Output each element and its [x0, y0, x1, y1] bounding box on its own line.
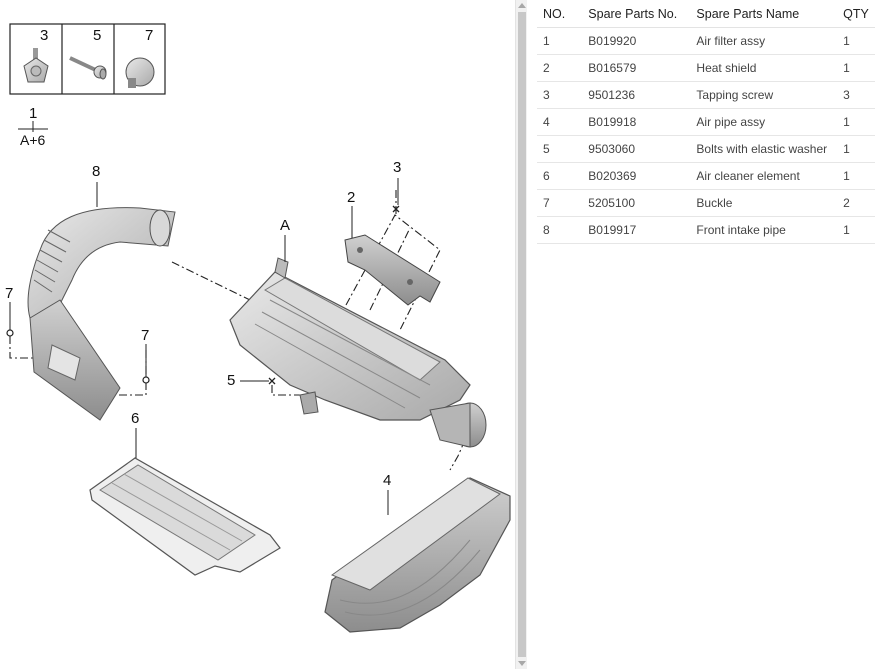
cell-qty: 3 — [843, 81, 875, 109]
parts-table-panel: NO. Spare Parts No. Spare Parts Name QTY… — [527, 0, 875, 669]
cell-name: Buckle — [696, 189, 844, 217]
cell-no: 7 — [537, 189, 589, 217]
callout-6: 6 — [131, 410, 140, 427]
table-row[interactable]: 3 9501236 Tapping screw 3 — [537, 81, 875, 109]
scrollbar-thumb[interactable] — [518, 12, 526, 657]
diagram-drawing — [6, 23, 511, 633]
legend-cell-7: 7 — [145, 27, 154, 44]
cell-name: Bolts with elastic washer — [696, 135, 844, 163]
table-row[interactable]: 5 9503060 Bolts with elastic washer 1 — [537, 135, 875, 163]
table-row[interactable]: 2 B016579 Heat shield 1 — [537, 54, 875, 82]
cell-qty: 1 — [843, 27, 875, 55]
cell-name: Heat shield — [696, 54, 844, 82]
parts-table: NO. Spare Parts No. Spare Parts Name QTY… — [537, 1, 875, 244]
callout-4: 4 — [383, 472, 392, 489]
cell-name: Tapping screw — [696, 81, 844, 109]
cell-part-no: B019920 — [588, 27, 697, 55]
callout-A: A — [280, 217, 291, 234]
heat-shield-part — [344, 234, 441, 306]
cell-name: Air cleaner element — [696, 162, 844, 190]
cell-part-no: B019918 — [588, 108, 697, 136]
cell-qty: 1 — [843, 54, 875, 82]
callout-8: 8 — [92, 163, 101, 180]
header-no: NO. — [537, 1, 589, 28]
cell-no: 2 — [537, 54, 589, 82]
cell-name: Air pipe assy — [696, 108, 844, 136]
callout-3: 3 — [393, 159, 402, 176]
table-row[interactable]: 4 B019918 Air pipe assy 1 — [537, 108, 875, 136]
cell-qty: 2 — [843, 189, 875, 217]
group-bracket — [18, 121, 48, 132]
cell-part-no: 5205100 — [588, 189, 697, 217]
cell-no: 6 — [537, 162, 589, 190]
bolt-icon — [69, 56, 107, 80]
cell-qty: 1 — [843, 162, 875, 190]
callout-7-mid: 7 — [141, 327, 150, 344]
vertical-scrollbar[interactable] — [515, 0, 528, 669]
cell-name: Air filter assy — [696, 27, 844, 55]
cell-no: 5 — [537, 135, 589, 163]
header-name: Spare Parts Name — [696, 1, 844, 28]
scroll-up-arrow-icon[interactable] — [518, 3, 526, 8]
header-part-no: Spare Parts No. — [588, 1, 697, 28]
tapping-screw-icon — [23, 48, 49, 83]
header-qty: QTY — [843, 1, 875, 28]
cell-qty: 1 — [843, 216, 875, 244]
table-row[interactable]: 8 B019917 Front intake pipe 1 — [537, 216, 875, 244]
air-cleaner-element-part — [89, 457, 281, 576]
air-filter-housing-part — [229, 257, 487, 448]
legend-cell-3: 3 — [40, 27, 49, 44]
cell-part-no: B016579 — [588, 54, 697, 82]
callout-5: 5 — [227, 372, 236, 389]
group-number: 1 — [29, 105, 38, 122]
table-row[interactable]: 1 B019920 Air filter assy 1 — [537, 27, 875, 55]
cell-part-no: B019917 — [588, 216, 697, 244]
callout-2: 2 — [347, 189, 356, 206]
cell-no: 1 — [537, 27, 589, 55]
cell-qty: 1 — [843, 135, 875, 163]
cell-name: Front intake pipe — [696, 216, 844, 244]
table-header-row: NO. Spare Parts No. Spare Parts Name QTY — [537, 1, 875, 28]
buckle-icon — [125, 57, 155, 88]
cell-part-no: B020369 — [588, 162, 697, 190]
front-intake-pipe-part — [27, 207, 176, 421]
callout-strokes — [9, 178, 399, 515]
scroll-down-arrow-icon[interactable] — [518, 661, 526, 666]
screw-markers — [268, 205, 400, 385]
table-row[interactable]: 6 B020369 Air cleaner element 1 — [537, 162, 875, 190]
air-pipe-assy-part — [324, 477, 511, 633]
cell-no: 8 — [537, 216, 589, 244]
table-row[interactable]: 7 5205100 Buckle 2 — [537, 189, 875, 217]
cell-no: 4 — [537, 108, 589, 136]
callout-7-left: 7 — [5, 285, 14, 302]
cell-qty: 1 — [843, 108, 875, 136]
cell-no: 3 — [537, 81, 589, 109]
group-label: A+6 — [20, 132, 46, 148]
legend-cell-5: 5 — [93, 27, 102, 44]
exploded-parts-diagram: 3 5 7 1 A+6 8 7 7 6 A 2 3 5 4 — [5, 23, 511, 633]
fastener-legend-box — [9, 23, 166, 95]
cell-part-no: 9503060 — [588, 135, 697, 163]
cell-part-no: 9501236 — [588, 81, 697, 109]
